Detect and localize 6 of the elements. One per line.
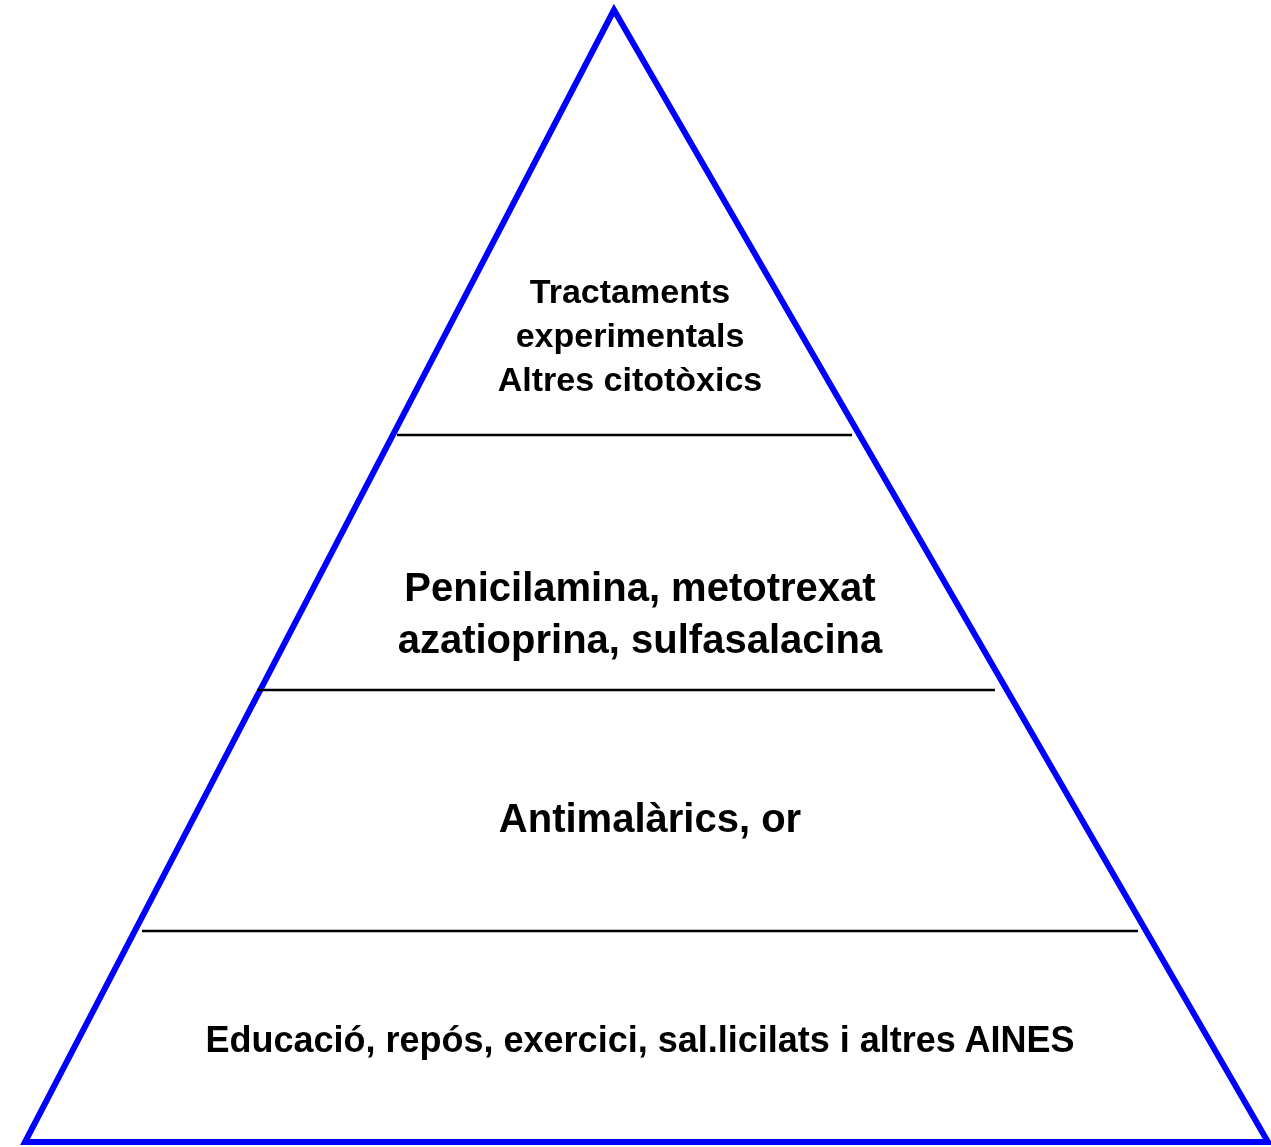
tier-label: Tractaments experimentals [514, 270, 746, 356]
tier-label: azatioprina, sulfasalacina [397, 615, 883, 663]
tier-label: Altres citotòxics [497, 359, 763, 401]
tier-label: Penicilamina, metotrexat [404, 563, 876, 611]
tier-label: Antimalàrics, or [498, 794, 802, 842]
tier-label: Educació, repós, exercici, sal.licilats i altres AINES [205, 1017, 1075, 1062]
